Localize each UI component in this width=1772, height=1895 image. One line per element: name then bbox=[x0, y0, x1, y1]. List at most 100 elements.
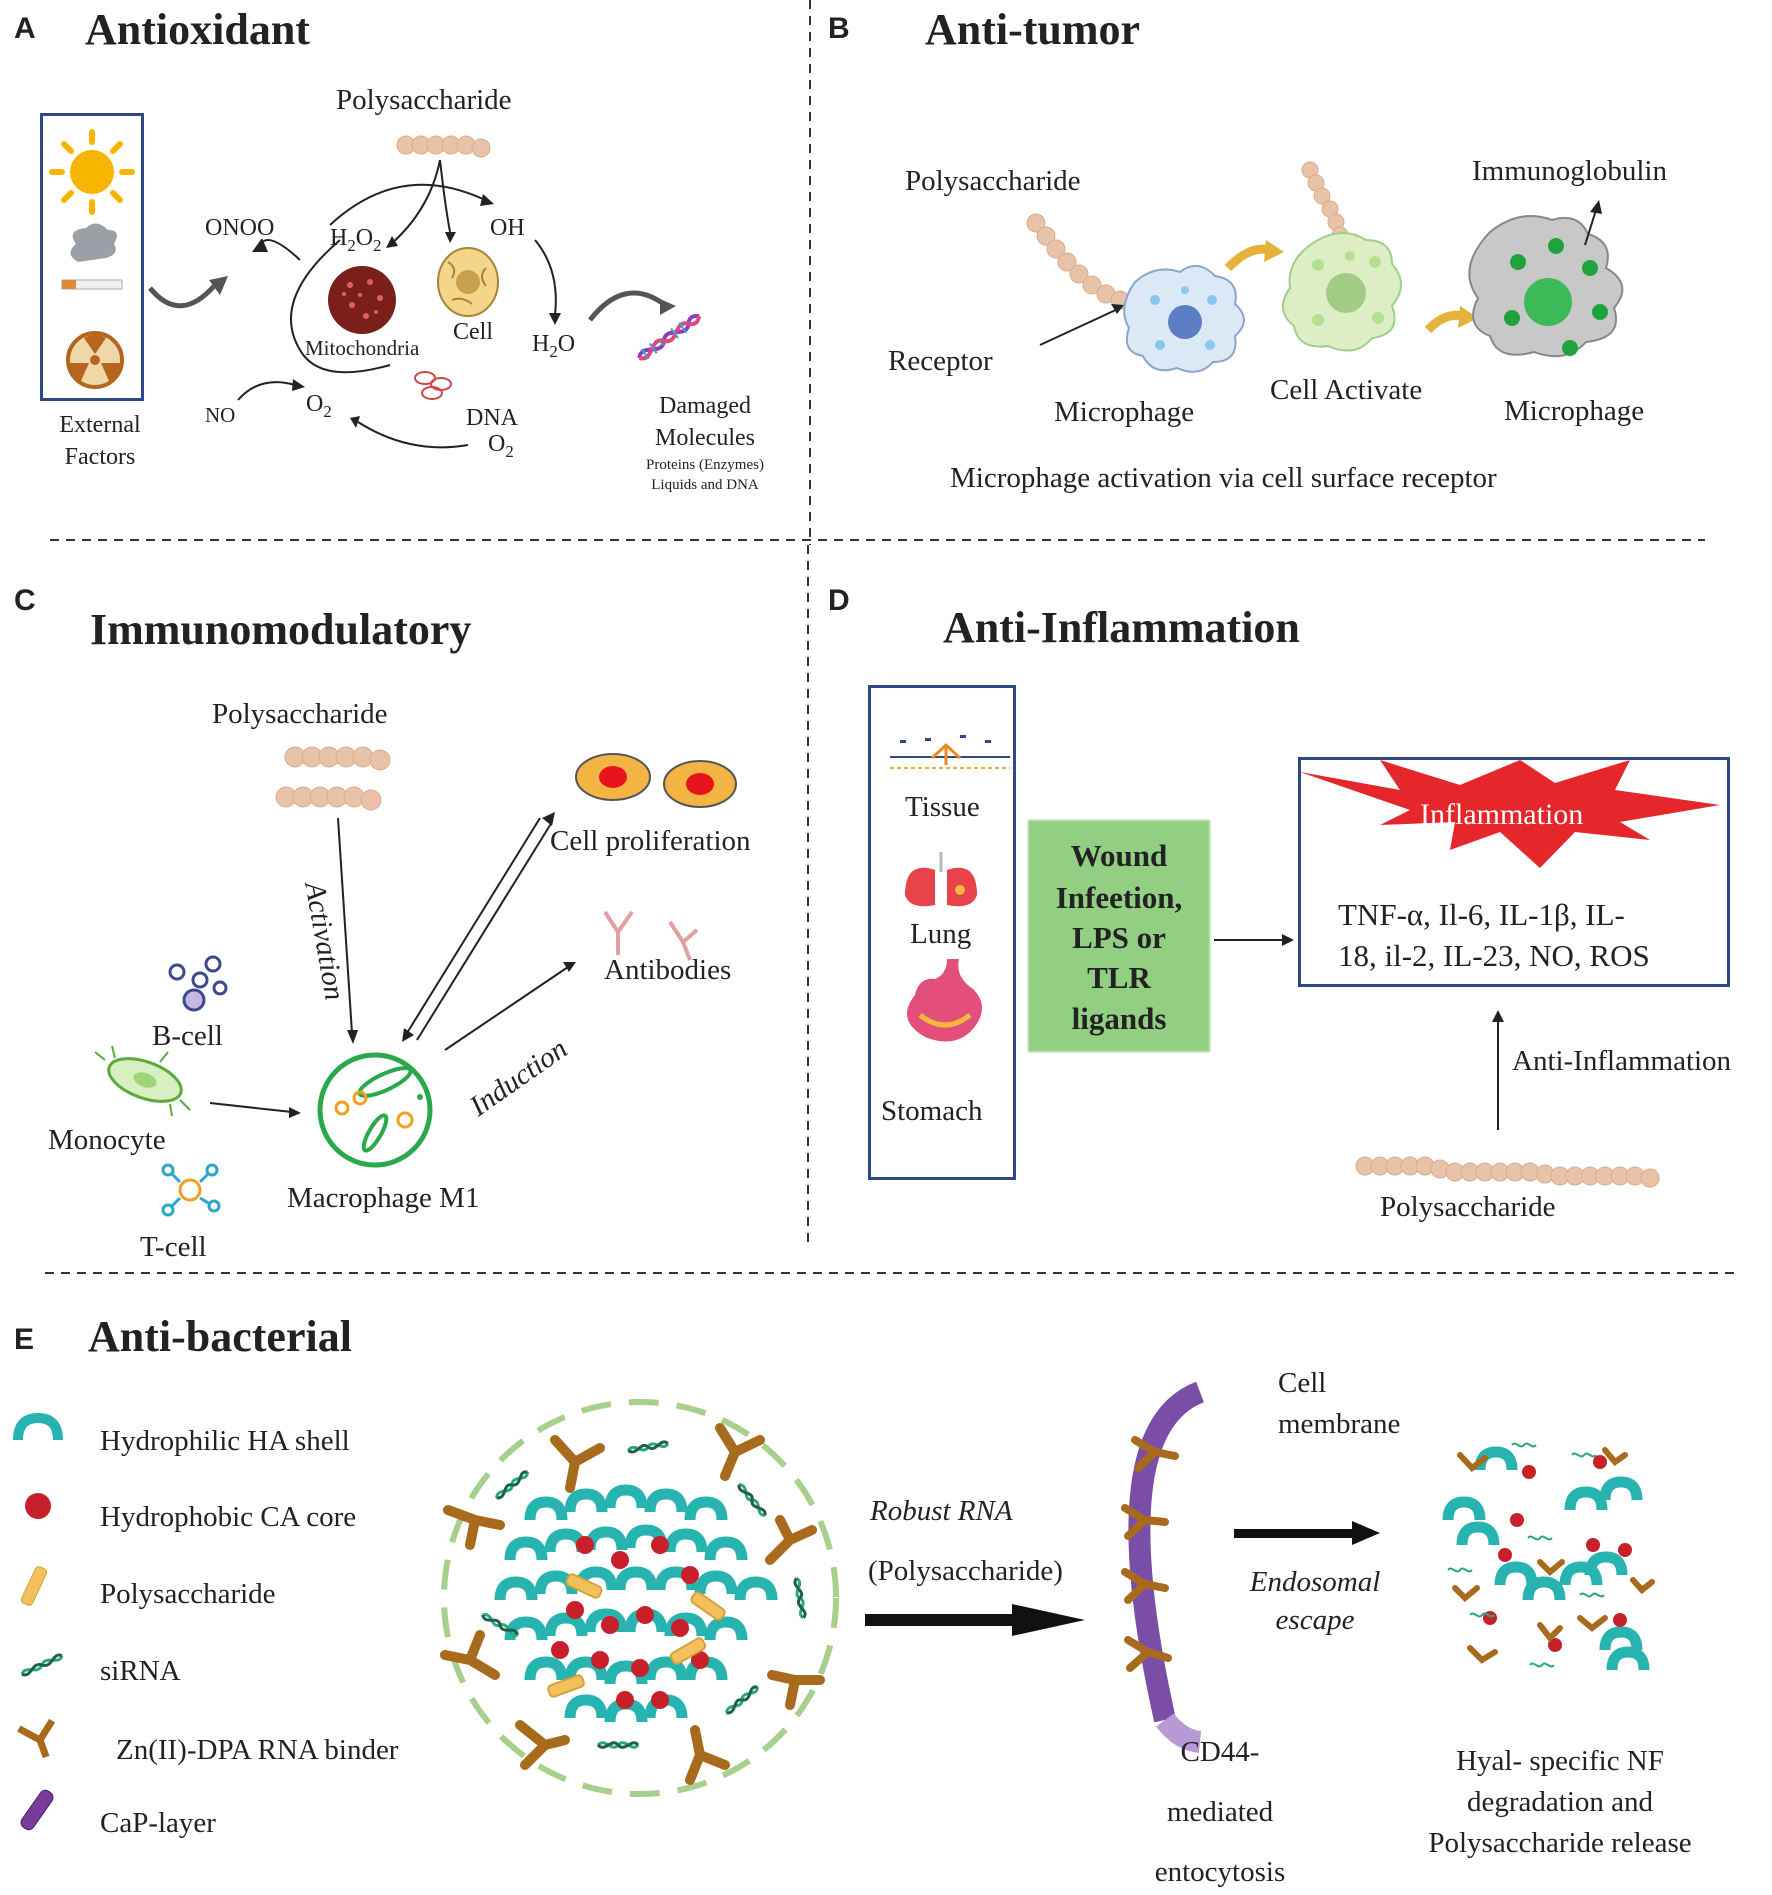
polysaccharide-beads-d bbox=[1355, 1156, 1660, 1188]
wound-label-4: TLR bbox=[1087, 960, 1151, 995]
sun-icon bbox=[49, 129, 135, 215]
external-factors-label-1: External bbox=[59, 412, 141, 438]
activated-cell-icon bbox=[1282, 232, 1402, 352]
b-cell-label: B-cell bbox=[152, 1020, 223, 1052]
robust-rna-arrow bbox=[865, 1604, 1085, 1636]
cell-proliferation-label: Cell proliferation bbox=[550, 825, 751, 857]
panel-b-letter: B bbox=[828, 12, 850, 45]
legend-cap-layer: CaP-layer bbox=[100, 1807, 216, 1839]
h2o-label: H2O bbox=[532, 331, 576, 361]
monocyte-icon bbox=[94, 1045, 191, 1117]
cell-membrane-label-2: membrane bbox=[1278, 1408, 1401, 1440]
cd44-label-3: entocytosis bbox=[1154, 1856, 1286, 1888]
panel-a-title: Antioxidant bbox=[85, 5, 310, 54]
macrophage-m1-label: Macrophage M1 bbox=[287, 1182, 480, 1214]
cell-activate-label: Cell Activate bbox=[1270, 374, 1423, 406]
legend-polysaccharide: Polysaccharide bbox=[100, 1578, 276, 1610]
anti-inflammation-label: Anti-Inflammation bbox=[1512, 1045, 1732, 1077]
polysaccharide-label-c: Polysaccharide bbox=[212, 698, 388, 730]
cell-label: Cell bbox=[453, 319, 493, 345]
inflammation-label: Inflammation bbox=[1420, 798, 1584, 831]
wound-label-3: LPS or bbox=[1072, 920, 1166, 955]
t-cell-icon bbox=[161, 1163, 221, 1217]
legend-sirna: siRNA bbox=[100, 1655, 181, 1687]
cell-membrane-label-1: Cell bbox=[1278, 1367, 1327, 1399]
panel-d-letter: D bbox=[828, 584, 850, 617]
panel-d-graphics bbox=[890, 735, 1720, 1188]
o2-label-b: O2 bbox=[488, 431, 514, 461]
stomach-label: Stomach bbox=[881, 1095, 983, 1127]
legend-ha-shell: Hydrophilic HA shell bbox=[100, 1425, 350, 1457]
dna-helix-icon bbox=[637, 313, 702, 361]
wound-label-5: ligands bbox=[1071, 1001, 1167, 1036]
polysaccharide-beads-c bbox=[275, 746, 391, 811]
tissue-icon bbox=[890, 735, 1010, 769]
damaged-sub-1: Proteins (Enzymes) bbox=[646, 457, 764, 473]
tissue-label: Tissue bbox=[905, 791, 980, 823]
stomach-icon bbox=[907, 959, 982, 1042]
hyal-label-2: degradation and bbox=[1466, 1786, 1653, 1818]
ha-shell-legend-icon bbox=[13, 1412, 63, 1441]
wound-label-2: Infeetion, bbox=[1055, 880, 1183, 915]
proliferating-cell-icon-2 bbox=[663, 760, 737, 808]
nanoparticle-icon bbox=[440, 1399, 839, 1797]
cell-membrane-icon bbox=[1121, 1381, 1205, 1753]
inflammation-burst bbox=[1300, 760, 1720, 868]
cigarette-icon bbox=[61, 223, 123, 290]
polysaccharide-chain-b bbox=[1026, 213, 1130, 310]
antibody-icon bbox=[603, 910, 699, 961]
robust-rna-sub-label: (Polysaccharide) bbox=[868, 1555, 1063, 1587]
microphage-icon-2 bbox=[1468, 215, 1624, 358]
cd44-label-2: mediated bbox=[1166, 1796, 1274, 1828]
panel-e-title: Anti-bacterial bbox=[88, 1312, 352, 1361]
external-factors-label-2: Factors bbox=[64, 444, 136, 470]
h2o2-label: H2O2 bbox=[330, 225, 382, 255]
panel-c-title: Immunomodulatory bbox=[90, 605, 472, 654]
receptor-label: Receptor bbox=[888, 345, 993, 377]
cell-icon bbox=[437, 247, 499, 317]
damaged-label-2: Molecules bbox=[655, 425, 755, 451]
panel-c-graphics bbox=[94, 746, 737, 1217]
endosomal-label-1: Endosomal bbox=[1249, 1566, 1381, 1598]
polysaccharide-beads-a bbox=[396, 135, 491, 158]
legend-ca-core: Hydrophobic CA core bbox=[100, 1501, 357, 1533]
polysaccharide-legend-icon bbox=[20, 1566, 48, 1606]
polysaccharide-label-a: Polysaccharide bbox=[336, 84, 512, 116]
damaged-label-1: Damaged bbox=[659, 393, 751, 419]
panel-b-graphics bbox=[1026, 161, 1624, 373]
mitochondria-label: Mitochondria bbox=[305, 336, 420, 360]
microphage-label-2: Microphage bbox=[1504, 395, 1645, 427]
oh-label: OH bbox=[490, 215, 525, 241]
t-cell-label: T-cell bbox=[140, 1231, 207, 1263]
b-cell-icon bbox=[168, 955, 228, 1012]
cytokines-line-1: TNF-α, Il-6, IL-1β, IL- bbox=[1338, 897, 1625, 932]
no-label: NO bbox=[205, 403, 236, 427]
polysaccharide-label-d: Polysaccharide bbox=[1380, 1191, 1556, 1223]
proliferating-cell-icon-1 bbox=[575, 753, 651, 801]
degraded-fragments-icon bbox=[1442, 1442, 1655, 1671]
damaged-sub-2: Liquids and DNA bbox=[651, 477, 759, 493]
lung-label: Lung bbox=[910, 918, 972, 950]
cap-layer-legend-icon bbox=[20, 1789, 54, 1831]
panel-c-letter: C bbox=[14, 584, 36, 617]
sirna-legend-icon bbox=[20, 1653, 64, 1677]
panel-b-title: Anti-tumor bbox=[925, 5, 1141, 54]
immunoglobulin-label: Immunoglobulin bbox=[1472, 155, 1667, 187]
panel-a-graphics bbox=[49, 129, 702, 449]
radiation-icon bbox=[66, 331, 124, 389]
dna-label: DNA bbox=[466, 405, 518, 431]
monocyte-label: Monocyte bbox=[48, 1124, 166, 1156]
panel-b-caption: Microphage activation via cell surface r… bbox=[950, 462, 1497, 494]
lung-icon bbox=[905, 852, 977, 907]
antibodies-label: Antibodies bbox=[604, 954, 732, 986]
polysaccharide-label-b: Polysaccharide bbox=[905, 165, 1081, 197]
microphage-icon-1 bbox=[1123, 265, 1245, 373]
external-factors-box bbox=[40, 113, 144, 401]
onoo-label: ONOO bbox=[205, 215, 275, 241]
endosomal-label-2: escape bbox=[1275, 1604, 1355, 1636]
zn-binder-legend-icon bbox=[17, 1718, 56, 1759]
wound-box bbox=[1028, 820, 1210, 1052]
dna-fragment-icon bbox=[414, 371, 452, 400]
